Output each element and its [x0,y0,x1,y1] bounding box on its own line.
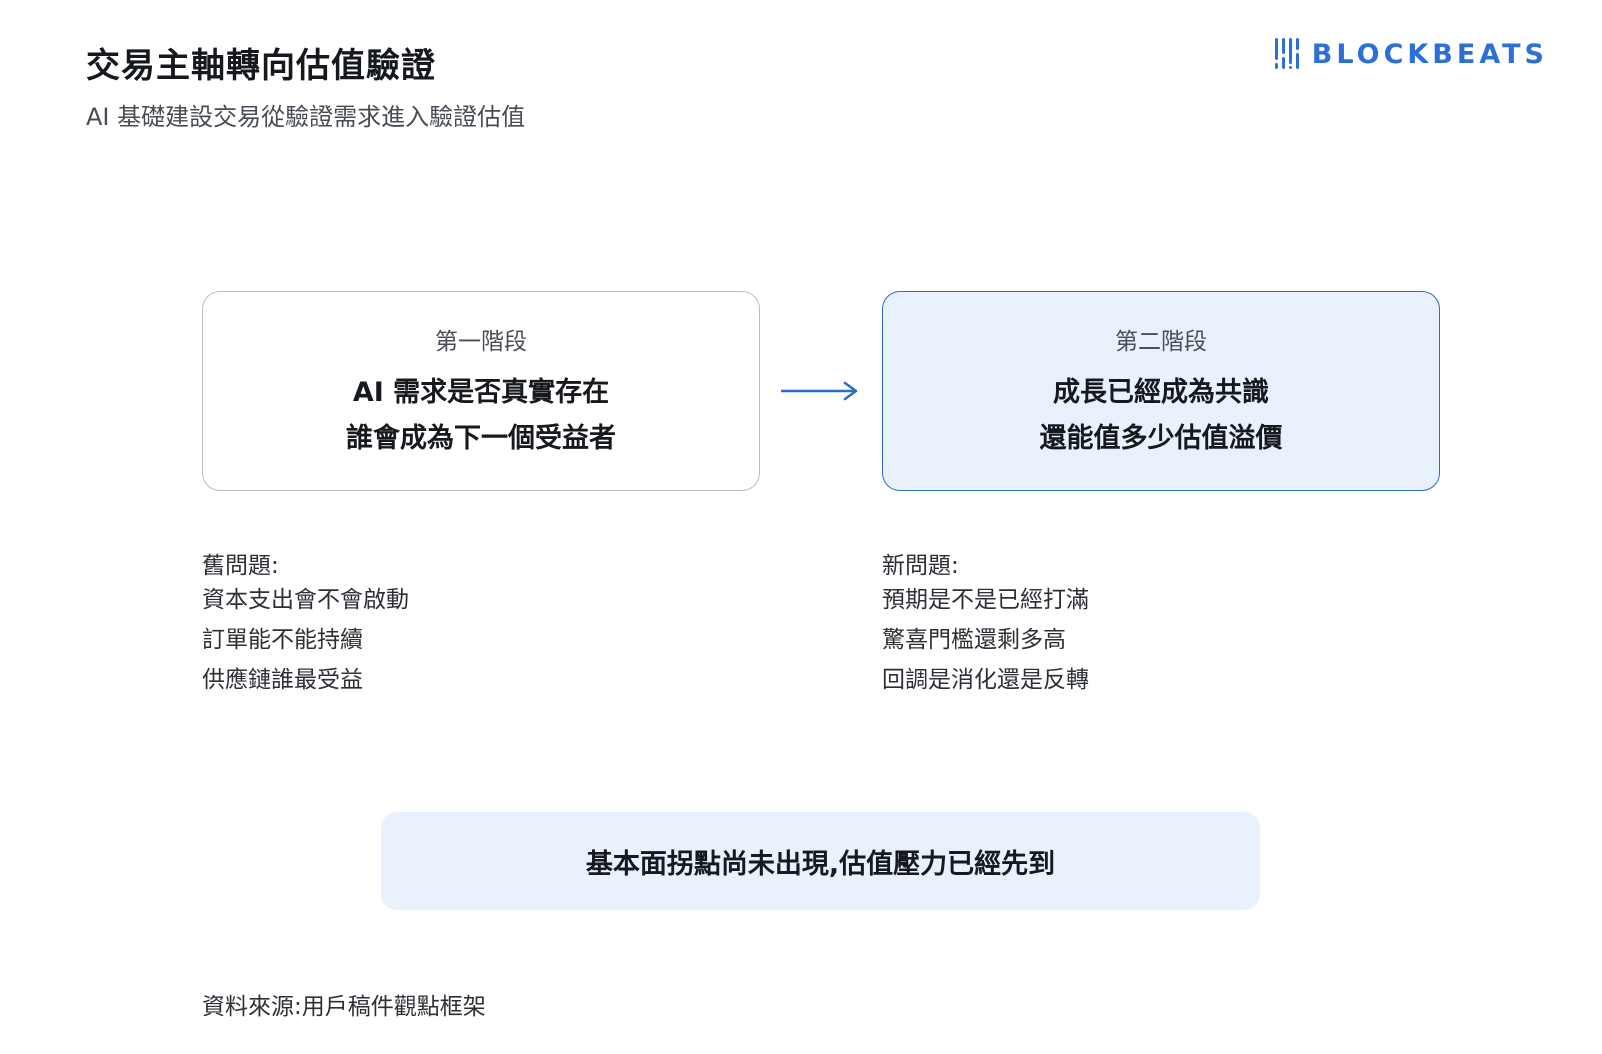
old-question-item: 訂單能不能持續 [202,627,363,653]
stage-two-label: 第二階段 [1115,329,1207,355]
old-questions-heading: 舊問題: [202,553,279,579]
blockbeats-logo: BLOCKBEATS [1274,36,1548,72]
stage-two-box: 第二階段 成長已經成為共識 還能值多少估值溢價 [882,291,1440,491]
old-questions: 舊問題: 資本支出會不會啟動 訂單能不能持續 供應鏈誰最受益 [202,546,602,700]
new-questions: 新問題: 預期是不是已經打滿 驚喜門檻還剩多高 回調是消化還是反轉 [882,546,1282,700]
old-question-item: 供應鏈誰最受益 [202,667,363,693]
stage-two-line-2: 還能值多少估值溢價 [1039,423,1283,454]
stage-two-line-1: 成長已經成為共識 [1053,377,1269,408]
conclusion-banner: 基本面拐點尚未出現,估值壓力已經先到 [381,812,1260,910]
page-title: 交易主軸轉向估值驗證 [86,46,436,86]
new-question-item: 回調是消化還是反轉 [882,667,1089,693]
arrow-right-icon [781,381,858,401]
blockbeats-bars-icon [1274,38,1299,69]
stage-one-line-2: 誰會成為下一個受益者 [346,423,616,454]
new-question-item: 驚喜門檻還剩多高 [882,627,1066,653]
old-question-item: 資本支出會不會啟動 [202,587,409,613]
stage-one-line-1: AI 需求是否真實存在 [352,377,610,408]
conclusion-text: 基本面拐點尚未出現,估值壓力已經先到 [585,848,1056,880]
source-note: 資料來源:用戶稿件觀點框架 [202,994,486,1020]
page-subtitle: AI 基礎建設交易從驗證需求進入驗證估值 [86,103,526,131]
new-questions-heading: 新問題: [882,553,959,579]
stage-one-box: 第一階段 AI 需求是否真實存在 誰會成為下一個受益者 [202,291,760,491]
new-question-item: 預期是不是已經打滿 [882,587,1089,613]
stage-one-label: 第一階段 [435,329,527,355]
logo-wordmark: BLOCKBEATS [1311,38,1548,70]
